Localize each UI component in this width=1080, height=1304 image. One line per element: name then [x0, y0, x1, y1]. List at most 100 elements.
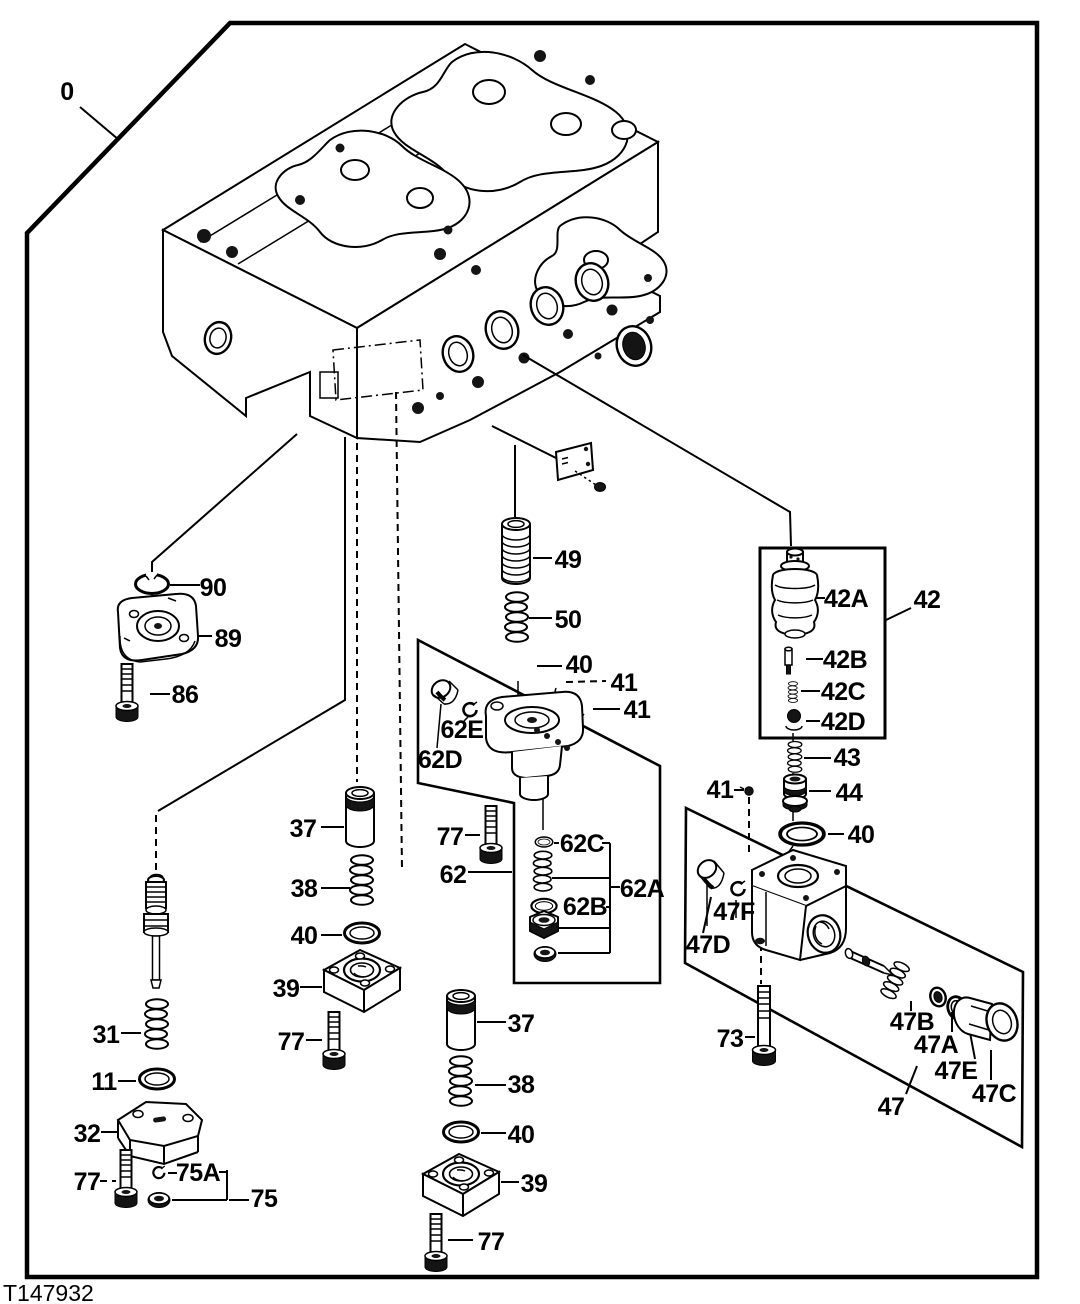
part-75-nut: [147, 1191, 171, 1209]
part-callout-47C: 47C: [972, 1080, 1017, 1108]
part-callout-47D: 47D: [686, 931, 730, 959]
part-62-nut: [529, 909, 559, 940]
part-callout-62: 62: [440, 861, 467, 889]
part-47D-plug: [696, 859, 725, 890]
part-90-snap-ring: [134, 572, 170, 595]
part-callout-41: 41: [624, 696, 651, 724]
part-75A-clip: [152, 1164, 166, 1180]
part-callout-42: 42: [914, 586, 941, 614]
part-callout-73: 73: [717, 1025, 744, 1053]
part-callout-49: 49: [555, 546, 582, 574]
part-callout-32: 32: [74, 1120, 101, 1148]
part-callout-42C: 42C: [821, 678, 866, 706]
part-callout-42D: 42D: [821, 708, 865, 736]
part-62C-ring: [534, 836, 554, 848]
part-40-oring-right: [778, 821, 826, 847]
part-62D-plug: [430, 679, 459, 705]
part-41-screw-right: [739, 786, 754, 796]
part-callout-37: 37: [290, 815, 317, 843]
part-31-spring: [144, 998, 169, 1050]
part-42B-pin: [784, 646, 793, 675]
part-47-housing: [751, 848, 847, 962]
part-callout-62C: 62C: [560, 830, 605, 858]
part-77-bolt-left: [114, 1149, 138, 1209]
part-callout-77: 77: [278, 1028, 305, 1056]
part-42C-spring: [787, 681, 799, 703]
part-callout-40: 40: [291, 922, 318, 950]
inset-box-62: [416, 637, 662, 985]
part-89-cap: [116, 592, 200, 663]
part-47A-washer: [929, 986, 947, 1008]
part-39-flange-bottom: [421, 1152, 501, 1218]
part-42A-valve: [770, 547, 820, 639]
part-callout-90: 90: [200, 574, 227, 602]
part-42D-ball: [785, 709, 803, 731]
part-callout-75A: 75A: [176, 1159, 221, 1187]
part-43-spring: [786, 740, 803, 773]
part-callout-40: 40: [848, 821, 875, 849]
drawing-frame: [24, 20, 1040, 1280]
part-callout-47A: 47A: [914, 1031, 959, 1059]
part-callout-31: 31: [93, 1021, 120, 1049]
part-47F-clip: [730, 879, 747, 897]
shim-plate-and-screw: [554, 441, 606, 492]
valve-body-drawing: [160, 42, 668, 444]
part-callout-40: 40: [566, 651, 593, 679]
part-callout-47F: 47F: [713, 898, 755, 926]
part-callout-62D: 62D: [418, 746, 462, 774]
part-37-bushing-mid: [345, 786, 375, 848]
part-callout-62A: 62A: [620, 875, 665, 903]
part-49-plug: [501, 517, 531, 585]
part-47C-plug: [952, 996, 1019, 1042]
part-callout-47: 47: [878, 1093, 905, 1121]
part-callout-38: 38: [291, 875, 318, 903]
part-callout-41: 41: [611, 669, 638, 697]
part-callout-62E: 62E: [441, 716, 484, 744]
part-callout-77: 77: [437, 823, 464, 851]
part-77-bolt-mid: [322, 1011, 346, 1071]
part-38-spring-bottom: [448, 1055, 473, 1107]
part-callout-42A: 42A: [824, 585, 869, 613]
inset-box-42: [758, 546, 887, 740]
part-callout-47B: 47B: [890, 1008, 934, 1036]
part-callout-77: 77: [74, 1168, 101, 1196]
part-callout-39: 39: [521, 1170, 548, 1198]
part-callout-89: 89: [215, 625, 242, 653]
part-77-bolt-bottom: [424, 1213, 448, 1273]
part-86-bolt: [115, 663, 139, 723]
part-callout-50: 50: [555, 606, 582, 634]
part-callout-39: 39: [273, 975, 300, 1003]
part-callout-40: 40: [508, 1121, 535, 1149]
part-callout-62B: 62B: [563, 893, 607, 921]
part-40-oring-bottom: [442, 1120, 480, 1144]
part-40-oring-mid: [343, 921, 381, 945]
part-11-oring: [138, 1067, 176, 1091]
part-62-locknut: [533, 945, 557, 963]
leader-lines: [79, 106, 992, 1241]
part-callout-11: 11: [91, 1068, 117, 1096]
part-38-spring-mid: [349, 854, 374, 906]
part-62-spring: [532, 850, 553, 892]
part-47-pin: [844, 947, 896, 977]
part-callout-38: 38: [508, 1071, 535, 1099]
part-callout-43: 43: [834, 744, 861, 772]
part-73-bolt: [751, 985, 777, 1067]
part-callout-44: 44: [836, 779, 863, 807]
part-callout-77: 77: [478, 1228, 505, 1256]
part-callout-37: 37: [508, 1010, 535, 1038]
part-callout-75: 75: [251, 1185, 278, 1213]
part-callout-47E: 47E: [935, 1057, 978, 1085]
drawing-code: T147932: [3, 1280, 94, 1304]
part-44-seat: [782, 773, 808, 813]
part-callout-41: 41: [707, 776, 734, 804]
part-77-bolt-62: [479, 805, 503, 865]
part-62-pilot-cap: [484, 690, 585, 801]
part-62E-clip: [462, 700, 479, 718]
part-reducing-valve-spool: [143, 873, 169, 989]
part-50-spring: [504, 591, 529, 643]
inset-box-47: [683, 805, 1025, 1150]
part-37-bushing-bottom: [446, 989, 476, 1051]
